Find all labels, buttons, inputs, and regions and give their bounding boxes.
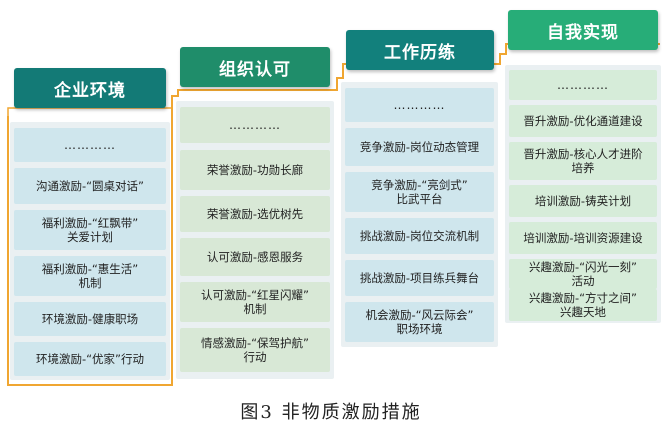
list-item: 环境激励-“优家”行动 [14,342,166,376]
list-item: 晋升激励-核心人才进阶培养 [509,142,657,180]
column-header: 自我实现 [508,10,658,50]
list-item: ………… [345,88,494,122]
column-panel: ………… 荣誉激励-功勋长廊 荣誉激励-选优树先 认可激励-感恩服务 认可激励-… [176,101,334,379]
list-item: 荣誉激励-功勋长廊 [180,150,330,190]
list-item: 情感激励-“保驾护航”行动 [180,328,330,372]
list-item: 环境激励-健康职场 [14,302,166,336]
column-header: 组织认可 [180,47,330,87]
list-item: 培训激励-铸英计划 [509,185,657,217]
list-item: ………… [180,107,330,143]
figure-caption: 图3 非物质激励措施 [240,402,422,423]
column-panel: ………… 竞争激励-岗位动态管理 竞争激励-“亮剑式”比武平台 挑战激励-岗位交… [341,82,498,347]
list-item: 认可激励-“红星闪耀”机制 [180,282,330,322]
list-item: ………… [509,70,657,100]
list-item: 兴趣激励-“闪光一刻”活动 [509,259,657,289]
list-item: 挑战激励-项目练兵舞台 [345,260,494,296]
list-item: 兴趣激励-“方寸之间”兴趣天地 [509,289,657,321]
column-panel: ………… 晋升激励-优化通道建设 晋升激励-核心人才进阶培养 培训激励-铸英计划… [505,65,661,323]
list-item: 福利激励-“惠生活”机制 [14,256,166,296]
list-item: 福利激励-“红飘带”关爱计划 [14,210,166,250]
column-header: 工作历练 [346,30,494,70]
column-header: 企业环境 [14,68,166,108]
column-panel: ………… 沟通激励-“圆桌对话” 福利激励-“红飘带”关爱计划 福利激励-“惠生… [10,122,170,380]
list-item: 培训激励-培训资源建设 [509,222,657,254]
list-item: 认可激励-感恩服务 [180,238,330,276]
list-item: 晋升激励-优化通道建设 [509,105,657,137]
list-item: 竞争激励-岗位动态管理 [345,128,494,166]
list-item: 沟通激励-“圆桌对话” [14,168,166,204]
list-item: 荣誉激励-选优树先 [180,196,330,232]
list-item: 竞争激励-“亮剑式”比武平台 [345,172,494,212]
list-item: ………… [14,128,166,162]
list-item: 挑战激励-岗位交流机制 [345,218,494,254]
list-item: 机会激励-“风云际会”职场环境 [345,302,494,342]
